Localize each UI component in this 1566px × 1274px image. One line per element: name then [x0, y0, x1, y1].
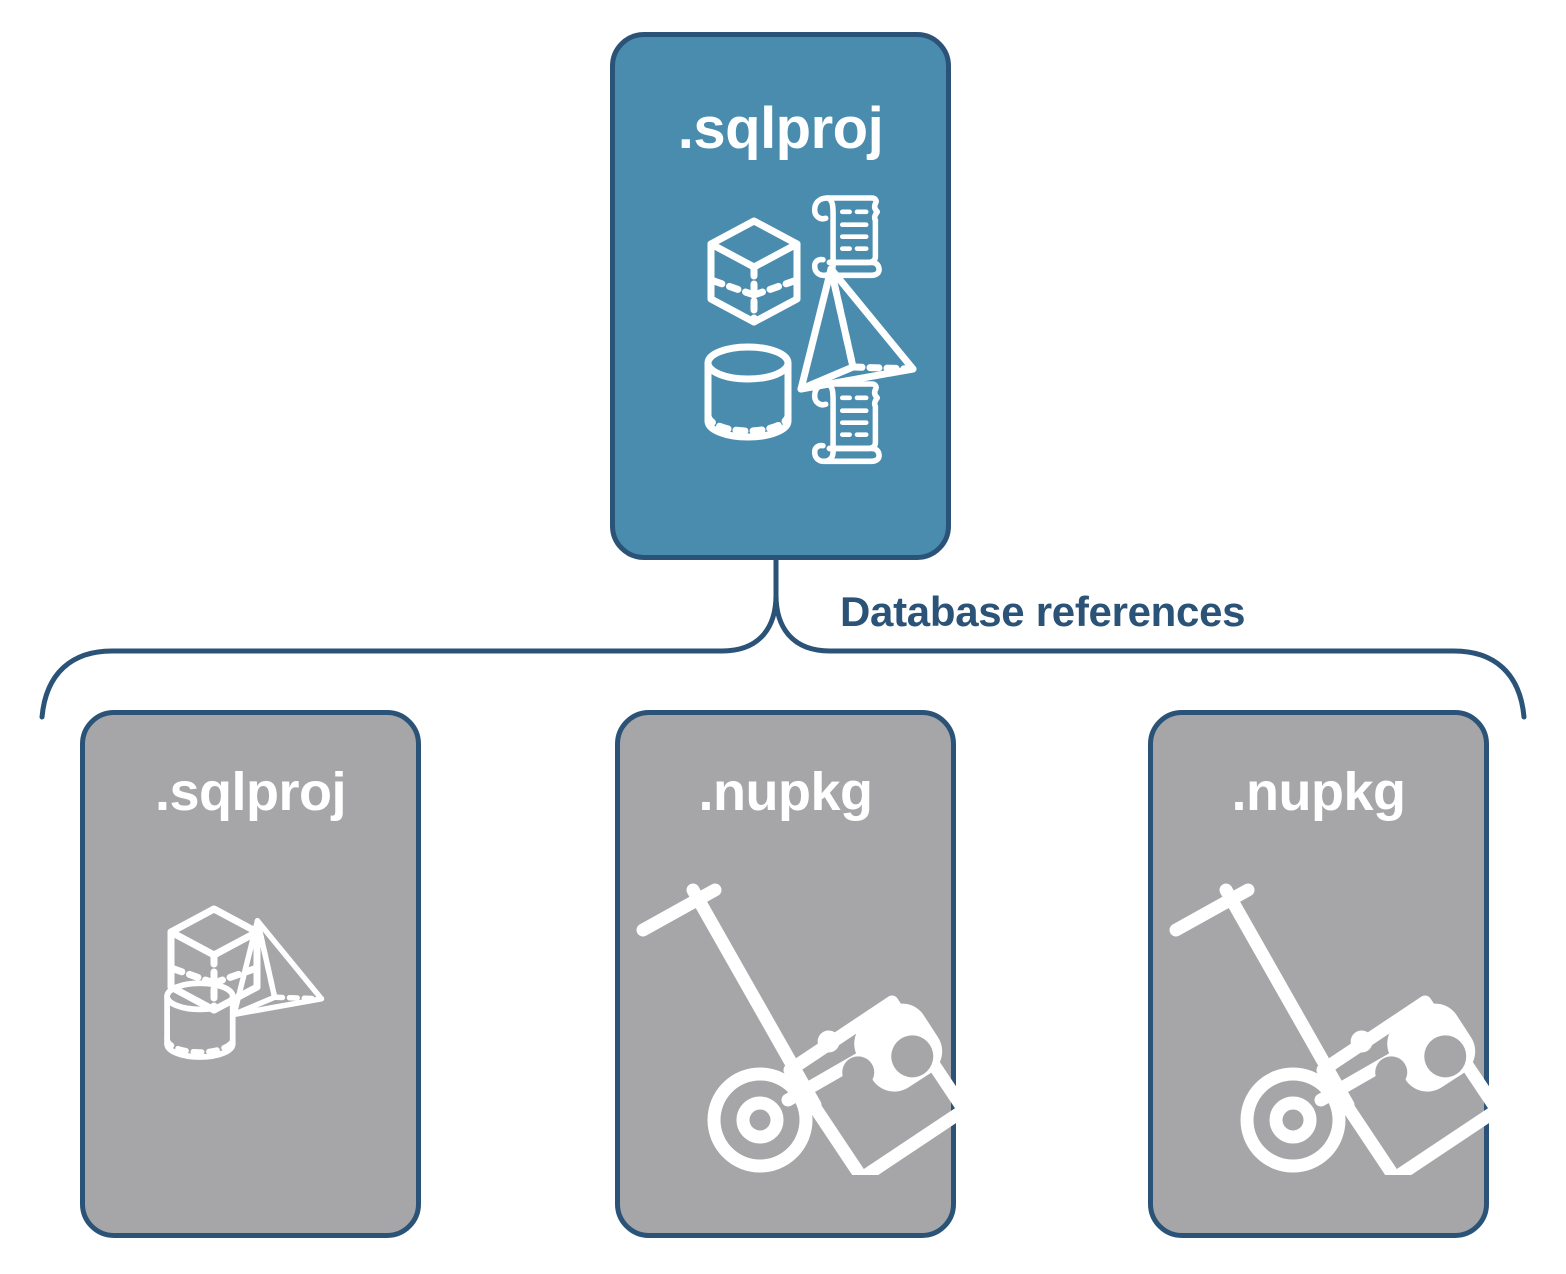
- cylinder-icon: [704, 343, 792, 441]
- cube-icon: [167, 905, 261, 1014]
- pyramid-icon: [231, 918, 325, 1018]
- nuget-package-icon: [783, 995, 971, 1185]
- pyramid-icon: [797, 265, 917, 393]
- cube-icon: [707, 217, 801, 326]
- reference-node-nupkg[interactable]: .nupkg: [1148, 710, 1504, 1238]
- reference-node-sqlproj[interactable]: .sqlproj: [80, 710, 421, 1238]
- reference-node-label: .nupkg: [1231, 762, 1406, 822]
- connector-label: Database references: [840, 588, 1246, 635]
- reference-node-label: .sqlproj: [154, 762, 347, 822]
- scroll-icon: [811, 381, 882, 465]
- hand-truck-icon: [636, 883, 922, 1173]
- root-node-label: .sqlproj: [677, 96, 884, 161]
- root-node-icon-group: [615, 177, 956, 477]
- reference-node-nupkg[interactable]: .nupkg: [615, 710, 971, 1238]
- scroll-icon: [811, 195, 882, 279]
- database-references-connector: [39, 555, 1527, 720]
- reference-node-icon-group: [620, 855, 971, 1185]
- reference-node-icon-group: [85, 855, 426, 1115]
- reference-node-icon-group: [1153, 855, 1504, 1185]
- nuget-package-icon: [1316, 995, 1504, 1185]
- cylinder-icon: [164, 980, 236, 1060]
- reference-node-label: .nupkg: [698, 762, 873, 822]
- hand-truck-icon: [1169, 883, 1455, 1173]
- root-node-sqlproj[interactable]: .sqlproj: [610, 32, 951, 560]
